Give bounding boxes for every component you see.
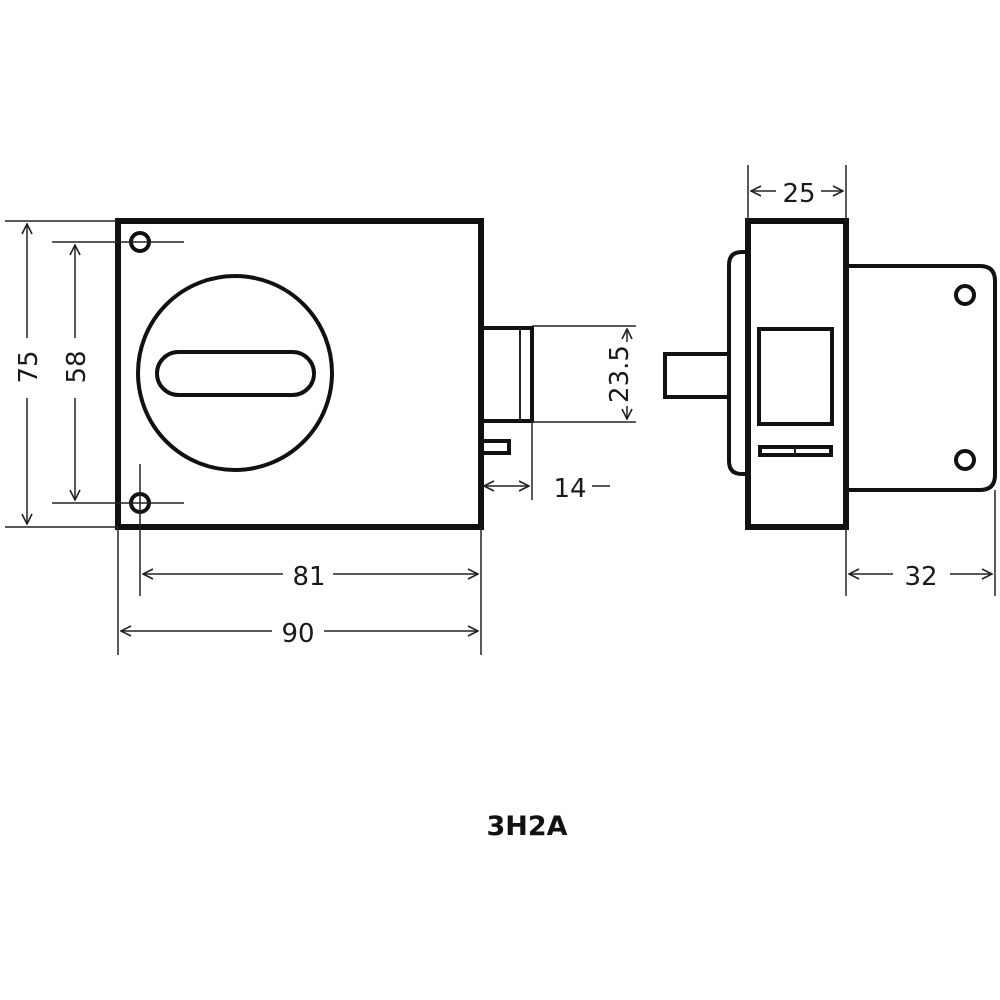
strike-hole-bottom [954,449,976,471]
front-view: 75 58 81 90 23.5 [5,218,636,655]
dim-width-overall-label: 90 [281,619,314,649]
dim-width-holes-label: 81 [292,562,325,592]
dim-case-depth: 25 [747,165,847,221]
case-body [745,218,849,530]
keyhole-slot [155,350,316,397]
dim-plate-width: 32 [845,490,996,596]
cylinder-rosette [136,274,334,472]
model-title: 3H2A [486,811,567,842]
dim-case-depth-label: 25 [782,179,815,209]
dim-width-holes: 81 [143,527,482,655]
case-window [757,327,834,426]
dim-bolt-projection-label: 14 [553,474,586,504]
side-view: 25 32 [663,165,997,596]
strike-plate [846,264,997,492]
dim-bolt-projection: 14 [484,421,610,504]
dim-width-overall: 90 [117,527,478,655]
lock-body-outline [115,218,484,530]
dim-height-holes: 58 [62,245,92,500]
spindle [663,352,729,399]
dim-bolt-height-label: 23.5 [605,345,635,403]
latch-tab [481,439,511,455]
dim-plate-width-label: 32 [904,562,937,592]
dim-height-overall-label: 75 [14,350,44,383]
dim-bolt-height: 23.5 [532,325,636,423]
strike-hole-top [954,284,976,306]
dim-height-holes-label: 58 [62,350,92,383]
rear-housing [727,250,746,476]
bolt [481,326,534,423]
dim-height-overall: 75 [5,220,118,528]
